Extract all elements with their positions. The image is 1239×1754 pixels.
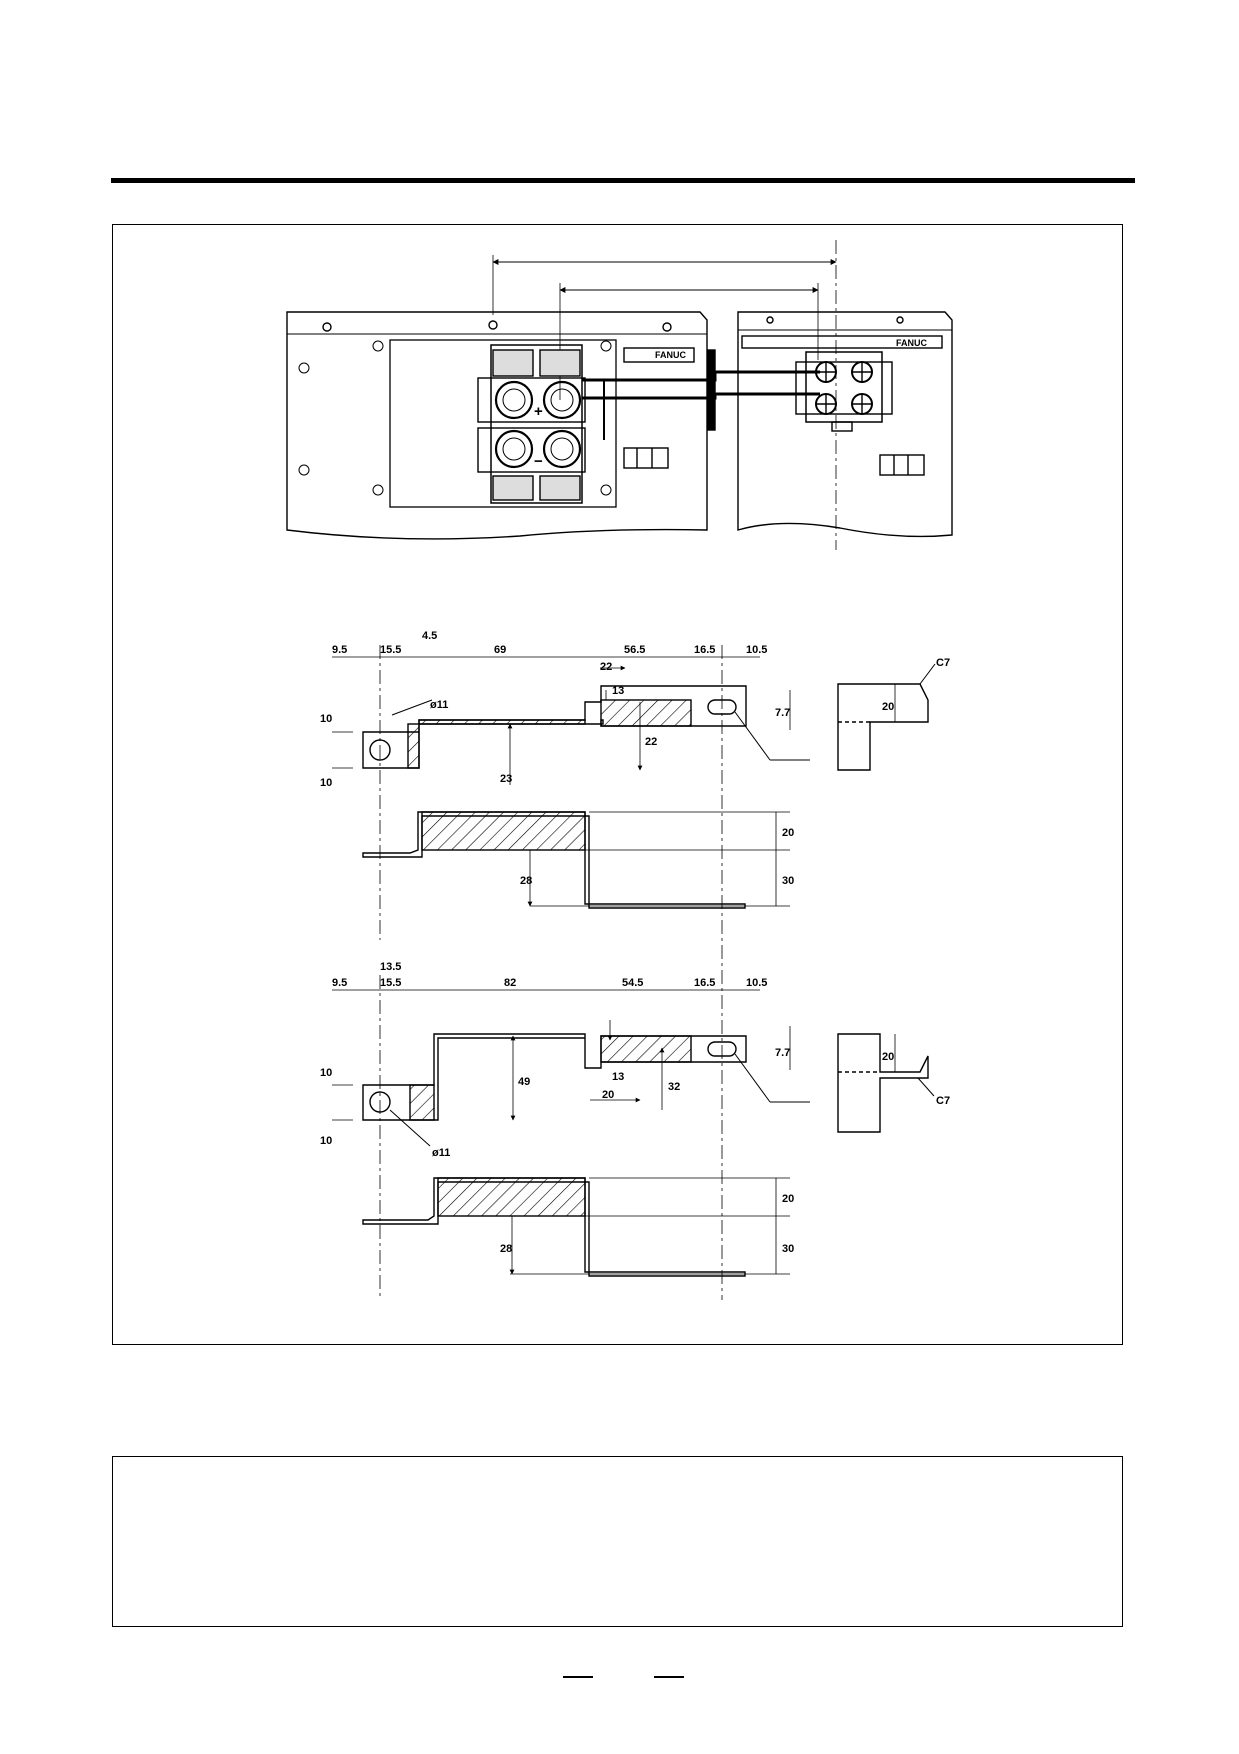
bar2-dim: 10 xyxy=(320,1135,332,1147)
bar2-dim: 10.5 xyxy=(746,977,767,989)
bar1-dim: 10 xyxy=(320,713,332,725)
bar2-end-view xyxy=(837,1033,935,1133)
bar2-side-dim: 20 xyxy=(782,1193,794,1205)
bar1-dim: 10.5 xyxy=(746,644,767,656)
bar1-dim: 4.5 xyxy=(422,630,437,642)
bar2-dim: 16.5 xyxy=(694,977,715,989)
bar1-dim: 22 xyxy=(645,736,657,748)
figure-frame xyxy=(112,224,1123,1345)
bar2-chamfer-label: C7 xyxy=(936,1095,950,1107)
bar1-dim: 69 xyxy=(494,644,506,656)
bar2-side-dim: 30 xyxy=(782,1243,794,1255)
terminal-plus-sign: + xyxy=(534,403,543,420)
bar1-hole-label: ø11 xyxy=(430,699,448,711)
brand-logo-left: FANUC xyxy=(655,350,686,360)
bar1-dim: 23 xyxy=(500,773,512,785)
bar2-dim: 49 xyxy=(518,1076,530,1088)
bar1-top-view xyxy=(332,645,810,1300)
bar1-chamfer-label: C7 xyxy=(936,657,950,669)
bar1-dimensions: 9.5 15.5 4.5 69 56.5 16.5 10.5 22 13 22 … xyxy=(320,630,790,789)
brand-logo-right: FANUC xyxy=(896,338,927,348)
bar1-dim: 15.5 xyxy=(380,644,401,656)
bar1-side-dim: 20 xyxy=(782,827,794,839)
bar2-dim: 7.7 xyxy=(775,1047,790,1059)
bar1-dim: 10 xyxy=(320,777,332,789)
bar1-side-dim: 28 xyxy=(520,875,532,887)
bar2-hole-label: ø11 xyxy=(432,1147,450,1159)
bar1-dim: 16.5 xyxy=(694,644,715,656)
bar2-dim: 54.5 xyxy=(622,977,643,989)
bar2-dim: 9.5 xyxy=(332,977,347,989)
bar1-side-view xyxy=(362,811,790,909)
bar1-dim: 7.7 xyxy=(775,707,790,719)
bar2-dim: 20 xyxy=(602,1089,614,1101)
bar2-dim: 10 xyxy=(320,1067,332,1079)
bar2-end-dim: 20 xyxy=(882,1051,894,1063)
bar1-dim: 56.5 xyxy=(624,644,645,656)
header-rule xyxy=(111,178,1135,183)
footer-dash-right xyxy=(654,1676,684,1678)
bar2-dim: 32 xyxy=(668,1081,680,1093)
bar1-end-dim: 20 xyxy=(882,701,894,713)
bar2-dim: 15.5 xyxy=(380,977,401,989)
bar2-dim: 13 xyxy=(612,1071,624,1083)
bar2-dim: 13.5 xyxy=(380,961,401,973)
bar1-dim: 9.5 xyxy=(332,644,347,656)
bar1-side-dim: 30 xyxy=(782,875,794,887)
bar2-top-view xyxy=(332,975,810,1300)
bar2-side-view xyxy=(362,1177,790,1277)
bar1-end-view xyxy=(837,663,936,771)
bar2-dimensions: 9.5 15.5 13.5 82 54.5 16.5 10.5 13 20 32… xyxy=(320,961,790,1159)
footer-dash-left xyxy=(563,1676,593,1678)
assembly-view xyxy=(286,240,953,550)
note-frame xyxy=(112,1456,1123,1627)
bar1-dim: 22 xyxy=(600,661,612,673)
bar1-dim: 13 xyxy=(612,685,624,697)
bar2-dim: 82 xyxy=(504,977,516,989)
bar2-side-dim: 28 xyxy=(500,1243,512,1255)
terminal-minus-sign: − xyxy=(534,453,543,470)
